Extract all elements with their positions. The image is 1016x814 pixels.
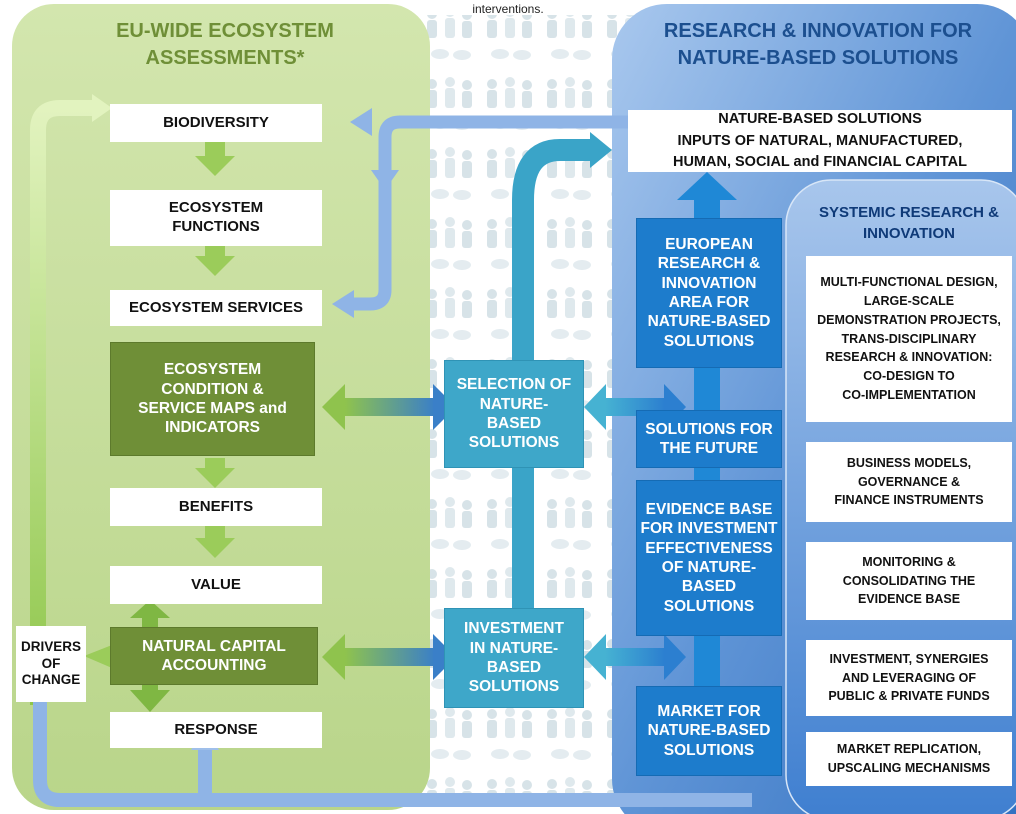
value-box: VALUE <box>110 566 322 604</box>
systemic-title: SYSTEMIC RESEARCH & INNOVATION <box>818 204 1000 242</box>
evidence-base-box: EVIDENCE BASE FOR INVESTMENT EFFECTIVENE… <box>636 480 782 636</box>
systemic-item: BUSINESS MODELS, GOVERNANCE & FINANCE IN… <box>806 442 1012 522</box>
systemic-item: MONITORING & CONSOLIDATING THE EVIDENCE … <box>806 542 1012 620</box>
ri-panel-title: RESEARCH & INNOVATION FOR NATURE-BASED S… <box>663 20 973 69</box>
solutions-future-box: SOLUTIONS FOR THE FUTURE <box>636 410 782 468</box>
natural-capital-accounting-box: NATURAL CAPITAL ACCOUNTING <box>110 627 318 685</box>
systemic-item: MULTI-FUNCTIONAL DESIGN, LARGE-SCALE DEM… <box>806 256 1012 422</box>
drivers-of-change-box: DRIVERS OF CHANGE <box>16 626 86 702</box>
systemic-item: MARKET REPLICATION, UPSCALING MECHANISMS <box>806 732 1012 786</box>
selection-nbs-box: SELECTION OF NATURE- BASED SOLUTIONS <box>444 360 584 468</box>
nbs-inputs-box: NATURE-BASED SOLUTIONS INPUTS OF NATURAL… <box>632 111 1008 170</box>
condition-maps-box: ECOSYSTEM CONDITION & SERVICE MAPS and I… <box>110 342 315 456</box>
benefits-box: BENEFITS <box>110 488 322 526</box>
european-ri-area-box: EUROPEAN RESEARCH & INNOVATION AREA FOR … <box>636 218 782 368</box>
market-nbs-box: MARKET FOR NATURE-BASED SOLUTIONS <box>636 686 782 776</box>
systemic-item: INVESTMENT, SYNERGIES AND LEVERAGING OF … <box>806 640 1012 716</box>
investment-nbs-box: INVESTMENT IN NATURE- BASED SOLUTIONS <box>444 608 584 708</box>
ecosystem-functions-box: ECOSYSTEM FUNCTIONS <box>110 190 322 246</box>
biodiversity-box: BIODIVERSITY <box>110 104 322 142</box>
top-note: interventions. <box>472 2 544 16</box>
response-box: RESPONSE <box>110 712 322 748</box>
ecosystem-services-box: ECOSYSTEM SERVICES <box>110 290 322 326</box>
eu-panel-title: EU-WIDE ECOSYSTEM ASSESSMENTS* <box>116 20 334 69</box>
